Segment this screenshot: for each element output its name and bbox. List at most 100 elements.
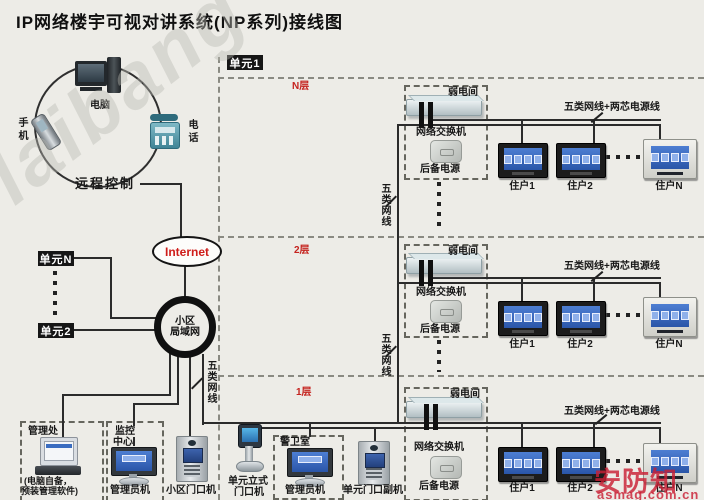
resident-label: 住户N (655, 181, 683, 192)
cat5-vertical-label: 五类网线 (205, 360, 216, 404)
management-note-line2: 预装管理软件) (21, 486, 78, 496)
wire (202, 422, 661, 424)
cable-connector (419, 260, 424, 286)
internet-label: Internet (164, 244, 209, 259)
network-switch (406, 401, 482, 418)
telephone-body-icon (150, 122, 180, 149)
riser-trunk-wire (397, 124, 399, 424)
switch-label: 网络交换机 (414, 442, 464, 453)
admin-monitor-label: 管理员机 (110, 485, 150, 496)
backup-power-label: 后备电源 (420, 164, 460, 175)
switch-label: 网络交换机 (416, 127, 466, 138)
indoor-monitor (498, 143, 548, 178)
wire (189, 354, 191, 438)
stand-door-station-base (236, 461, 264, 472)
indoor-monitor-white (643, 297, 697, 337)
unit-door-sub-label: 单元门口副机 (343, 485, 403, 496)
wire (593, 422, 595, 448)
cable-connector (428, 102, 433, 128)
ellipsis-dots (606, 313, 642, 317)
wire (74, 329, 158, 331)
floor-separator (218, 236, 704, 238)
switch-label: 网络交换机 (416, 287, 466, 298)
indoor-monitor-white (643, 139, 697, 179)
monitoring-center-box (106, 421, 164, 500)
indoor-monitor-white (643, 443, 697, 483)
guard-monitor-icon (287, 448, 333, 477)
wire (521, 422, 523, 448)
internet-cloud: Internet (152, 236, 222, 267)
weak-room-label: 弱电间 (448, 87, 478, 98)
admin-monitor-base (119, 477, 149, 486)
floor-separator (218, 77, 704, 79)
backup-power-label: 后备电源 (419, 481, 459, 492)
indoor-monitor (498, 447, 548, 482)
wire (133, 403, 179, 405)
indoor-monitor (556, 301, 606, 336)
guard-room-label: 警卫室 (278, 437, 312, 448)
resident-label: 住户2 (567, 181, 593, 192)
lan-label-line1: 小区 (175, 315, 195, 327)
resident-label: 住户1 (509, 483, 535, 494)
computer-base-icon (80, 87, 102, 91)
cat5-vertical-label: 五类网线 (379, 183, 390, 227)
backup-power-unit (430, 140, 462, 163)
wire (180, 183, 182, 238)
wire (177, 353, 179, 405)
wire (397, 124, 661, 126)
wire (74, 257, 112, 259)
weak-room-label: 弱电间 (448, 246, 478, 257)
wire (430, 277, 661, 279)
unit-n-box: 单元N (38, 251, 74, 266)
wire (169, 352, 171, 396)
wire (593, 119, 595, 144)
floor-separator (218, 375, 704, 377)
stand-door-station-pole (245, 446, 253, 463)
floor-2-label: 2层 (294, 245, 310, 256)
network-switch (406, 99, 482, 116)
wire (202, 354, 204, 425)
mobile-label: 手机 (16, 117, 27, 143)
floor-1-label: 1层 (296, 387, 312, 398)
wire (374, 427, 376, 443)
wire (521, 119, 523, 144)
monitoring-center-label-line2: 中心 (113, 437, 133, 448)
floor-n-weak-room (404, 85, 488, 180)
cat5-vertical-label: 五类网线 (379, 333, 390, 377)
cable-connector (428, 260, 433, 286)
resident-label: 住户2 (567, 339, 593, 350)
wire (521, 277, 523, 302)
guard-monitor-base (295, 478, 325, 487)
cable-connector (424, 404, 429, 430)
wire (309, 422, 311, 449)
telephone-label: 电话 (186, 119, 197, 145)
ellipsis-dots (606, 155, 642, 159)
unit-ellipsis-dots (53, 271, 57, 321)
wire (140, 183, 182, 185)
computer-tower-icon (107, 57, 121, 93)
page-title: IP网络楼宇可视对讲系统(NP系列)接线图 (16, 13, 343, 32)
computer-label: 电脑 (90, 100, 110, 111)
resident-label: 住户2 (567, 483, 593, 494)
community-door-label: 小区门口机 (166, 485, 216, 496)
floor-n-label: N层 (292, 81, 310, 92)
unit-door-sub-station (358, 441, 390, 485)
community-door-station (176, 436, 208, 482)
indoor-monitor (498, 301, 548, 336)
wire (659, 124, 661, 140)
unit-1-boundary (218, 57, 220, 500)
wire (430, 119, 661, 121)
backup-power-unit (430, 456, 462, 479)
unit-2-box: 单元2 (38, 323, 74, 338)
stand-door-station-head (238, 424, 262, 448)
wire (593, 277, 595, 302)
wire (257, 427, 661, 429)
wire (659, 282, 661, 298)
wire (397, 282, 661, 284)
wire (62, 394, 171, 396)
community-lan-node: 小区 局域网 (154, 296, 216, 358)
resident-label: 住户1 (509, 181, 535, 192)
backup-power-label: 后备电源 (420, 324, 460, 335)
cable-connector (419, 102, 424, 128)
